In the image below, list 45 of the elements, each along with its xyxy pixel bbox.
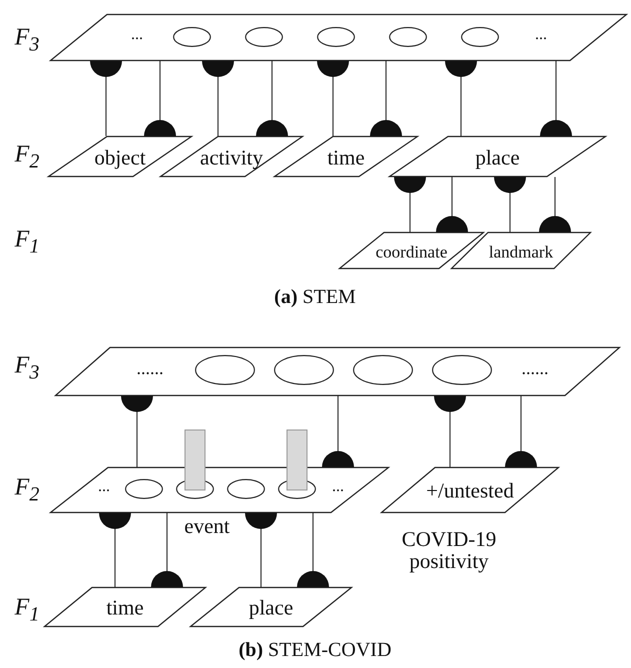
panel-caption: (a) STEM	[274, 287, 356, 307]
connection-line	[90, 61, 122, 136]
panel-caption: (b) STEM-COVID	[238, 640, 392, 660]
connection-line	[539, 177, 571, 232]
connection-line	[370, 61, 402, 136]
ellipsis-text: ...	[535, 27, 547, 43]
field-label: time	[327, 147, 365, 168]
layer-label: F$_{1}$	[14, 228, 40, 256]
connection-line	[322, 396, 354, 467]
field-caption: COVID-19 positivity	[400, 528, 498, 572]
ellipsis-text: ......	[522, 359, 548, 377]
field-label: +/untested	[426, 480, 514, 502]
ellipsis-text: ...	[131, 27, 143, 43]
connection-line	[445, 61, 477, 136]
connection-line	[540, 61, 572, 136]
connection-line	[99, 513, 131, 587]
connection-line	[394, 177, 426, 232]
connection-line	[436, 177, 468, 232]
field-label: place	[475, 147, 520, 168]
connection-line	[505, 396, 537, 467]
layer-label: F$_{2}$	[14, 476, 40, 504]
field-caption: event	[183, 515, 231, 538]
field-label: coordinate	[376, 243, 448, 260]
field-label: object	[94, 147, 146, 168]
layer-label: F$_{1}$	[14, 596, 40, 624]
layer-label: F$_{3}$	[14, 26, 40, 54]
connection-line	[144, 61, 176, 136]
layer-label: F$_{3}$	[14, 354, 40, 382]
ellipsis-text: ...	[98, 479, 110, 495]
connection-line	[245, 513, 277, 587]
field-label: activity	[200, 147, 263, 168]
ellipsis-text: ......	[136, 359, 164, 377]
layer-label: F$_{2}$	[14, 142, 40, 172]
field-label: landmark	[488, 243, 554, 260]
connection-line	[151, 513, 183, 587]
field-label: time	[106, 598, 144, 618]
connection-line	[256, 61, 288, 136]
connection-line	[317, 61, 349, 136]
connection-line	[121, 396, 153, 467]
ellipsis-text: ...	[332, 479, 344, 495]
connection-line	[297, 513, 329, 587]
field-label: place	[248, 598, 294, 618]
connection-line	[434, 396, 466, 467]
connection-line	[202, 61, 234, 136]
connection-line	[494, 177, 526, 232]
